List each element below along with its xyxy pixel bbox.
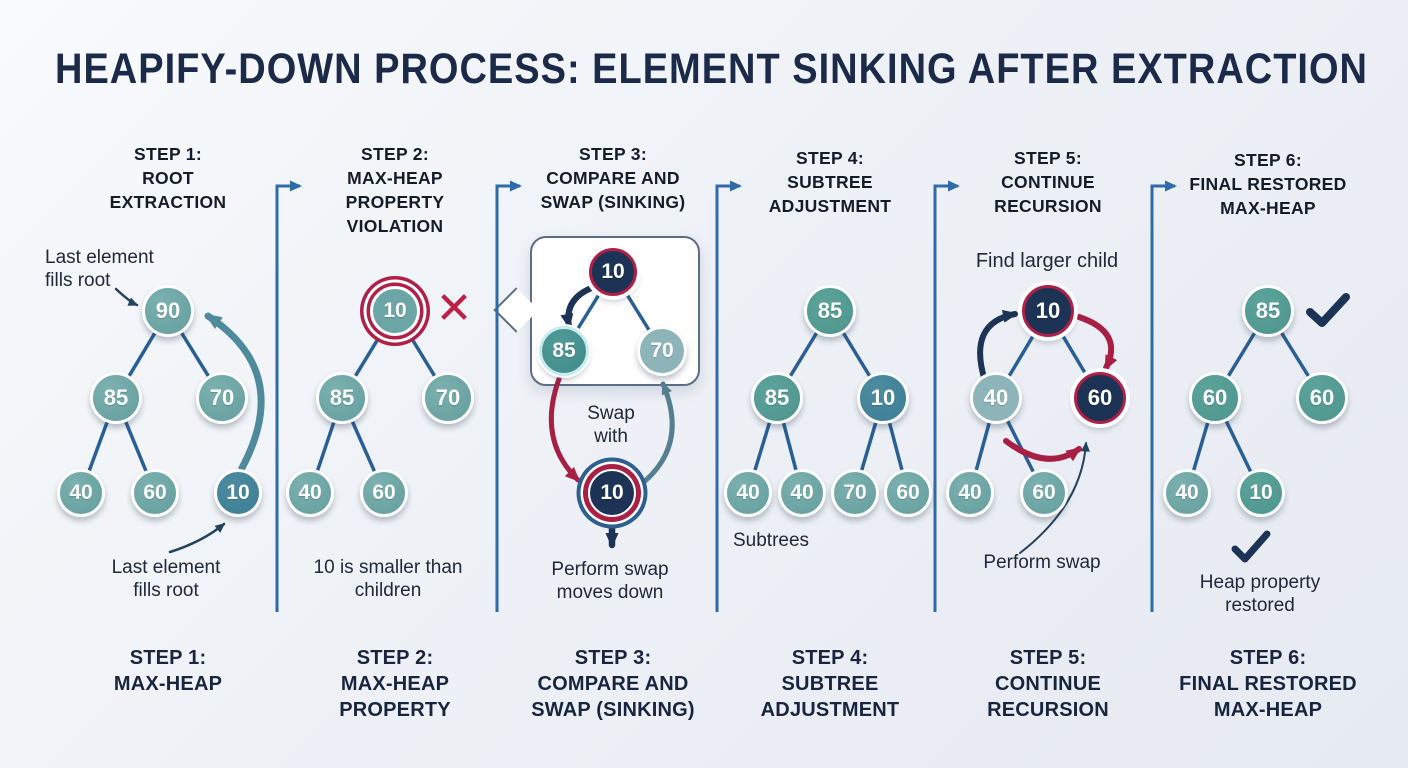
tree-node: 60	[360, 469, 408, 517]
check-icon	[1231, 530, 1271, 563]
note-last-element-top: Last element fills root	[45, 247, 154, 291]
tree-node: 40	[57, 469, 105, 517]
step4-footer: STEP 4: SUBTREE ADJUSTMENT	[760, 647, 900, 721]
step1-header: STEP 1: ROOT EXTRACTION	[109, 144, 227, 212]
step5-footer: STEP 5: CONTINUE RECURSION	[987, 647, 1109, 721]
tree-node: 60	[884, 469, 932, 517]
check-icons	[1231, 293, 1350, 563]
tree-node: 90	[142, 285, 194, 337]
tree-node: 40	[970, 372, 1022, 424]
tree-node-sinking: 10	[1022, 285, 1074, 337]
step2-header: STEP 2: MAX-HEAP PROPERTY VIOLATION	[345, 144, 445, 236]
tree-node: 60	[1020, 469, 1068, 517]
tree-node-sinking: 10	[589, 248, 637, 296]
tree-node: 40	[1163, 469, 1211, 517]
note-subtrees: Subtrees	[733, 530, 810, 551]
tree-node: 60	[131, 469, 179, 517]
step4-header: STEP 4: SUBTREE ADJUSTMENT	[768, 148, 892, 216]
tree-node: 85	[1242, 285, 1294, 337]
x-icon: ✕	[435, 284, 473, 333]
step3-footer: STEP 3: COMPARE AND SWAP (SINKING)	[531, 647, 695, 721]
tree-node: 40	[286, 469, 334, 517]
step6-header: STEP 6: FINAL RESTORED MAX-HEAP	[1189, 150, 1347, 218]
page-title: HEAPIFY-DOWN PROCESS: ELEMENT SINKING AF…	[55, 46, 1368, 94]
tree-node: 60	[1189, 372, 1241, 424]
tree-node: 60	[1296, 372, 1348, 424]
step1-footer: STEP 1: MAX-HEAP	[113, 647, 223, 695]
tree-node: 85	[804, 285, 856, 337]
tree-node-violation: 10	[370, 286, 420, 336]
tree-node: 85	[751, 372, 803, 424]
check-icon	[1306, 293, 1350, 327]
note-last-element-bottom: Last element fills root	[111, 557, 221, 601]
tree-node: 70	[196, 372, 248, 424]
tree-node: 10	[857, 372, 909, 424]
tree-node: 40	[724, 469, 772, 517]
tree-node: 85	[90, 372, 142, 424]
note-smaller-than-children: 10 is smaller than children	[313, 557, 463, 601]
tree-node: 70	[637, 326, 687, 376]
tree-node: 10	[1237, 469, 1285, 517]
tree-node-last-element: 10	[214, 469, 262, 517]
tree-node: 70	[831, 469, 879, 517]
note-swap-with: Swap with	[587, 403, 635, 447]
note-heap-property-restored: Heap property restored	[1199, 572, 1321, 616]
tree-node-sunk: 10	[588, 469, 636, 517]
tree-node-larger-child: 85	[539, 326, 589, 376]
tree-node: 40	[778, 469, 826, 517]
tree-node: 70	[422, 372, 474, 424]
note-perform-swap-moves-down: Perform swap moves down	[551, 559, 669, 603]
step3-header: STEP 3: COMPARE AND SWAP (SINKING)	[540, 144, 686, 212]
tree-edges	[79, 270, 1324, 495]
tree-node: 40	[946, 469, 994, 517]
tree-node-swap-target: 60	[1074, 372, 1126, 424]
tree-node: 85	[316, 372, 368, 424]
note-perform-swap: Perform swap	[983, 552, 1101, 573]
note-find-larger-child: Find larger child	[975, 250, 1119, 272]
step5-header: STEP 5: CONTINUE RECURSION	[994, 148, 1102, 216]
step6-footer: STEP 6: FINAL RESTORED MAX-HEAP	[1179, 647, 1357, 721]
step2-footer: STEP 2: MAX-HEAP PROPERTY	[339, 647, 451, 721]
